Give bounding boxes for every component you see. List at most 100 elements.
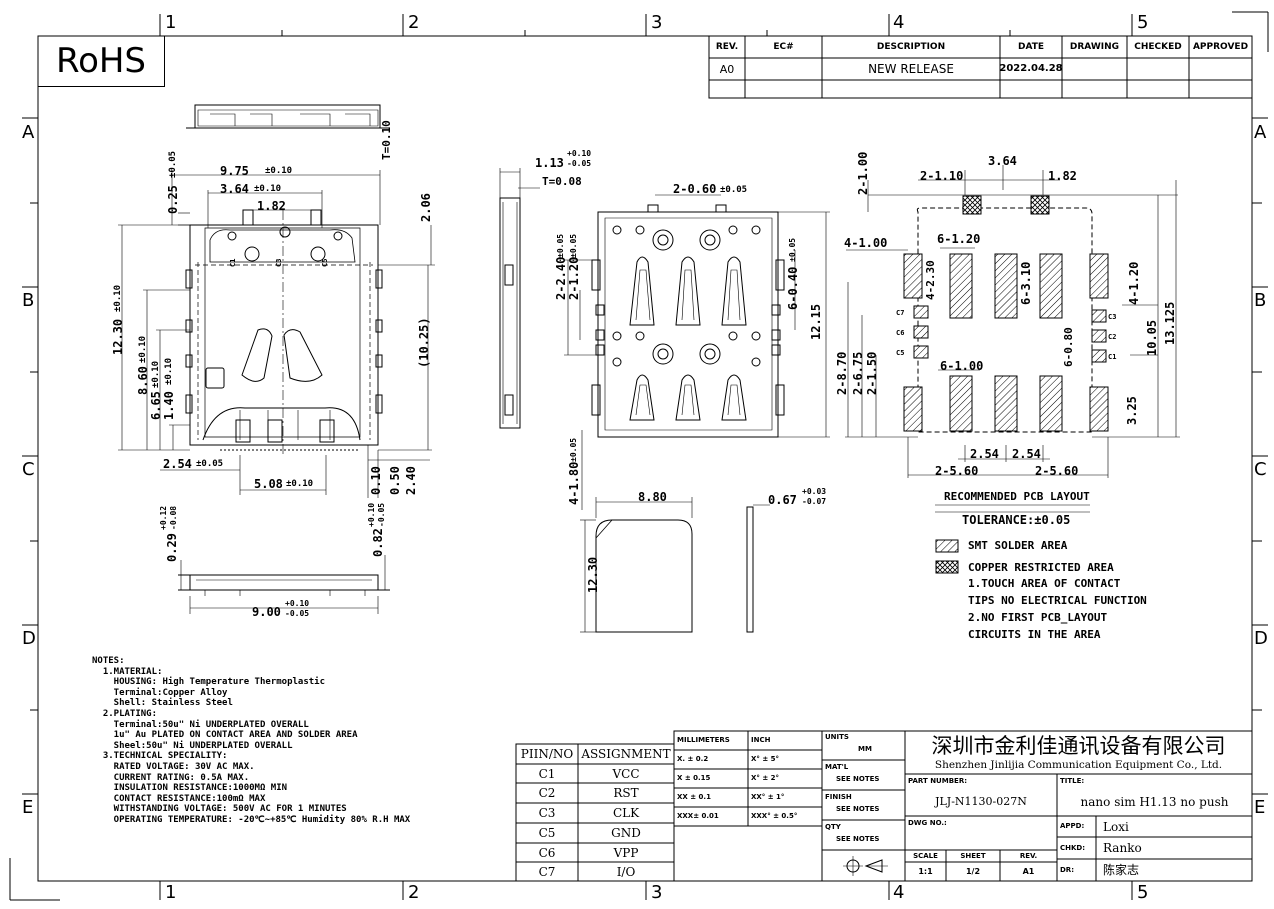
pcb-dim-2-110: 2-1.10 [920,169,964,183]
grid-row-c-right: C [1254,459,1267,480]
front-label-c1: C1 [229,258,237,267]
pcb-dim-364: 3.64 [988,154,1017,168]
tol-row-2-mm: X ± 0.15 [677,774,711,782]
grid-row-c-left: C [22,459,35,480]
tb-title-value: nano sim H1.13 no push [1080,795,1229,809]
pcb-dim-2-100-top: 2-1.00 [856,151,870,195]
legend-note-1: 1.TOUCH AREA OF CONTACT [968,577,1121,590]
dim-1215: 12.15 [809,303,823,340]
grid-col-1-bottom: 1 [165,882,177,903]
dim-900-tol-lower: -0.05 [285,609,310,618]
tb-units-value: MM [858,745,872,753]
grid-col-2-bottom: 2 [408,882,420,903]
pin-header-no: PIIN/NO [520,747,574,761]
tb-dr-value: 陈家志 [1103,863,1140,877]
rev-row-description: NEW RELEASE [868,62,954,76]
pin-row-1-no: C1 [538,766,556,781]
tol-row-2-inch: X° ± 2° [751,774,780,782]
pin-row-1-assignment: VCC [612,766,640,781]
dim-2-240-tol: ±0.05 [556,233,565,258]
tb-finish-value: SEE NOTES [836,805,880,813]
pcb-dim-2-150: 2-1.50 [865,351,879,395]
pin-row-5-no: C6 [538,845,556,860]
tb-matl-label: MAT'L [825,763,849,771]
dim-4-180: 4-1.80 [567,461,581,505]
pcb-dim-182: 1.82 [1048,169,1077,183]
tb-units-label: UNITS [825,733,849,741]
dim-025: 0.25 [166,185,180,214]
grid-row-d-right: D [1254,628,1268,649]
tb-scale-value: 1:1 [918,866,933,876]
dim-card-067-tol-upper: +0.03 [802,487,827,496]
pcb-tolerance: TOLERANCE:±0.05 [962,513,1071,527]
dim-975: 9.75 [220,164,249,178]
pcb-dim-6-080: 6-0.80 [1062,327,1075,367]
grid-row-e-left: E [22,797,34,818]
tb-qty-label: QTY [825,823,841,831]
legend-smt: SMT SOLDER AREA [968,539,1068,552]
dim-082-tol-upper: +0.10 [367,502,376,527]
pin-row-2-no: C2 [538,786,556,800]
dim-4-180-tol: ±0.05 [569,437,578,462]
tb-dwg-label: DWG NO.: [908,819,947,827]
dim-029: 0.29 [165,533,179,562]
pin-header-assignment: ASSIGNMENT [581,747,671,761]
tb-scale-label: SCALE [913,851,938,860]
tol-row-3-mm: XX ± 0.1 [677,793,711,801]
dim-508-tol: ±0.10 [286,479,314,489]
tb-part-value: JLJ-N1130-027N [935,794,1027,808]
dim-2-060-tol: ±0.05 [720,185,748,195]
pcb-dim-1005: 10.05 [1145,319,1159,356]
pcb-dim-254-left: 2.54 [970,447,999,461]
dim-1230-tol: ±0.10 [113,284,123,312]
dim-029-tol-lower: -0.08 [169,505,178,530]
dim-254: 2.54 [163,457,192,471]
pin-row-6-no: C7 [538,864,556,879]
grid-col-3-top: 3 [651,12,663,33]
tol-row-1-inch: X° ± 5° [751,755,780,763]
dim-364-tol: ±0.10 [254,184,282,194]
dim-860-tol: ±0.10 [138,335,148,363]
tb-dr-label: DR: [1060,865,1074,874]
dim-card-067-tol-lower: -0.07 [802,497,827,506]
pcb-label-c5: C5 [896,349,905,357]
dim-2-120: 2-1.20 [567,256,581,300]
dim-card-880: 8.80 [638,490,667,504]
pcb-label-c6: C6 [896,329,905,337]
legend-note-3: 2.NO FIRST PCB_LAYOUT [968,611,1108,624]
rev-header-drawing: DRAWING [1069,41,1120,52]
grid-row-a-right: A [1254,122,1267,143]
tol-header-mm: MILLIMETERS [677,736,730,744]
dim-2-060: 2-0.60 [673,182,717,196]
pcb-label-c3: C3 [1108,313,1117,321]
grid-row-d-left: D [22,628,36,649]
grid-row-e-right: E [1254,797,1266,818]
pcb-label-c1: C1 [1108,353,1117,361]
tb-finish-label: FINISH [825,793,852,801]
tb-chkd-label: CHKD: [1060,843,1086,852]
tol-row-4-inch: XXX° ± 0.5° [751,812,798,820]
tol-header-inch: INCH [751,736,771,744]
dim-082: 0.82 [371,528,385,557]
dim-card-1230: 12.30 [586,556,600,593]
dim-113-tol-upper: +0.10 [567,149,592,158]
dim-364: 3.64 [220,182,249,196]
dim-140: 1.40 [162,391,176,420]
pcb-dim-6-100: 6-1.00 [940,359,984,373]
dim-6-040: 6-0.40 [786,266,800,310]
tb-part-label: PART NUMBER: [908,777,968,785]
dim-182: 1.82 [257,199,286,213]
dim-6-040-tol: ±0.05 [788,237,797,262]
pin-row-4-assignment: GND [611,826,641,840]
tb-appd-label: APPD: [1060,822,1085,830]
dim-side-thickness: T=0.08 [542,175,582,188]
legend-note-2: TIPS NO ELECTRICAL FUNCTION [968,594,1147,607]
notes-block: NOTES: 1.MATERIAL: HOUSING: High Tempera… [92,656,411,825]
legend-note-4: CIRCUITS IN THE AREA [968,628,1101,641]
grid-col-4-bottom: 4 [893,882,905,903]
pin-row-5-assignment: VPP [613,845,639,860]
rev-row-date: 2022.04.28 [999,63,1063,74]
dim-900-tol-upper: +0.10 [285,599,310,608]
grid-col-5-bottom: 5 [1137,882,1149,903]
dim-240: 2.40 [404,466,418,495]
